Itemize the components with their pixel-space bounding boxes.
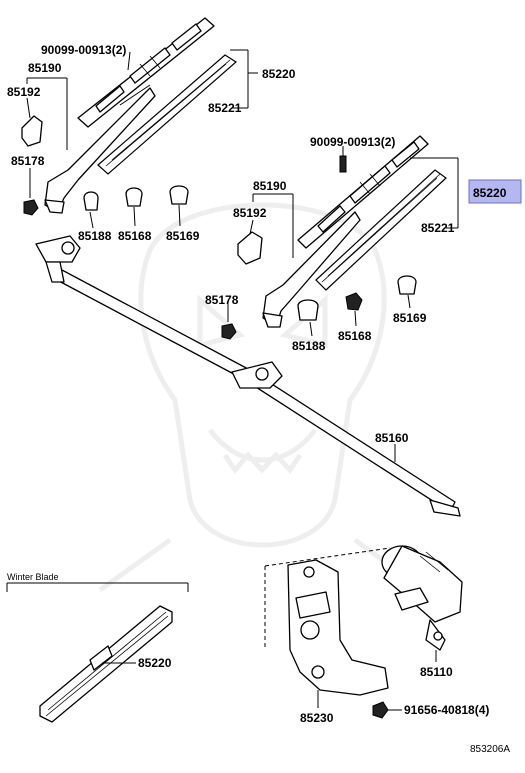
label-cap-left[interactable]: 85192 <box>7 85 41 99</box>
winter-blade-section <box>6 582 189 723</box>
right-blade-rubber <box>315 169 447 291</box>
right-arm-cap <box>237 231 263 265</box>
right-arm-nut <box>221 323 237 340</box>
label-nut-left[interactable]: 85178 <box>11 154 45 168</box>
label-cover-169-left[interactable]: 85169 <box>166 229 200 243</box>
highlight-box <box>468 179 522 204</box>
label-cap-right[interactable]: 85192 <box>233 206 267 220</box>
label-rubber-right[interactable]: 85221 <box>421 221 455 235</box>
label-arm-left[interactable]: 85190 <box>28 61 62 75</box>
label-motor[interactable]: 85110 <box>420 665 453 679</box>
label-cover-188-right[interactable]: 85188 <box>292 339 326 353</box>
left-blade-rubber <box>97 54 237 175</box>
left-cover-85188 <box>83 191 99 211</box>
wiper-link-assembly <box>35 235 461 517</box>
left-wiper-blade <box>77 17 215 128</box>
left-cover-85169 <box>169 185 189 205</box>
right-cover-85168 <box>345 292 363 311</box>
label-cover-169-right[interactable]: 85169 <box>393 311 427 325</box>
label-link[interactable]: 85160 <box>375 431 409 445</box>
motor-bracket-group <box>264 545 463 719</box>
label-cover-168-left[interactable]: 85168 <box>118 229 152 243</box>
label-nut-right[interactable]: 85178 <box>205 293 239 307</box>
winter-blade-part <box>39 605 173 723</box>
left-arm-nut <box>23 199 39 216</box>
winter-blade-caption: Winter Blade <box>7 572 59 582</box>
right-cover-85188 <box>297 299 319 321</box>
part-labels: 90099-00913(2) 85190 85192 85178 85220 8… <box>7 43 510 755</box>
right-wiper-blade <box>297 135 429 249</box>
right-bolt <box>339 155 347 173</box>
wiper-motor <box>381 545 463 651</box>
right-wiper-arm <box>262 211 361 328</box>
label-cover-168-right[interactable]: 85168 <box>338 329 372 343</box>
left-wiper-group <box>21 17 258 229</box>
right-wiper-group <box>221 135 459 340</box>
label-blade-left[interactable]: 85220 <box>262 67 296 81</box>
left-cover-85168 <box>125 187 143 207</box>
right-cover-85169 <box>397 275 417 295</box>
label-winter-blade[interactable]: 85220 <box>138 656 172 670</box>
label-bolt-bottom[interactable]: 91656-40818(4) <box>404 703 489 717</box>
label-bolt-top-left[interactable]: 90099-00913(2) <box>41 43 126 57</box>
label-cover-188-left[interactable]: 85188 <box>78 229 112 243</box>
label-bolt-top-right[interactable]: 90099-00913(2) <box>310 135 395 149</box>
diagram-code: 853206A <box>470 744 510 755</box>
label-arm-right[interactable]: 85190 <box>253 179 287 193</box>
label-blade-highlight[interactable]: 85220 <box>473 186 507 200</box>
watermark-crest <box>98 202 427 593</box>
label-rubber-left[interactable]: 85221 <box>208 101 242 115</box>
motor-bracket <box>287 559 389 696</box>
label-bracket[interactable]: 85230 <box>300 711 334 725</box>
left-wiper-arm <box>44 84 156 214</box>
bracket-bolt <box>372 701 389 719</box>
left-arm-cap <box>21 115 43 147</box>
